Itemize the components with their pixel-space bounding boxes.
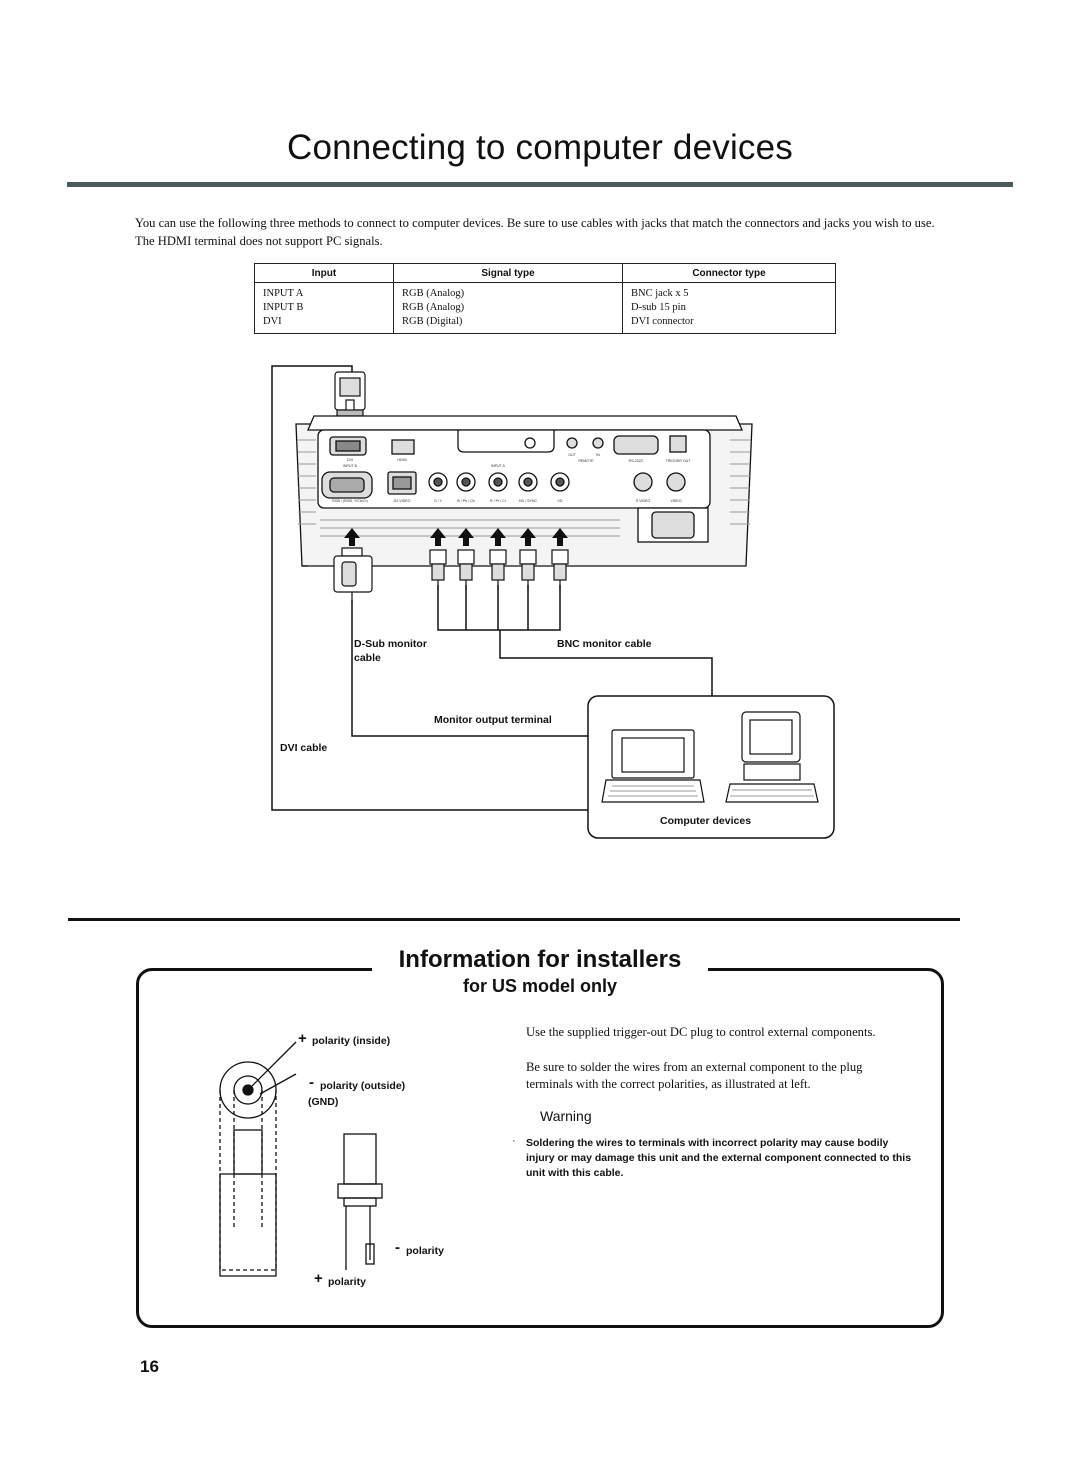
warning-heading: Warning (540, 1108, 592, 1124)
page-number: 16 (140, 1357, 159, 1376)
installers-para-2: Be sure to solder the wires from an exte… (526, 1060, 863, 1091)
desktop-computer-icon (725, 711, 819, 803)
up-arrow-icon (344, 528, 360, 546)
dvi-cable-line (271, 365, 588, 811)
connection-diagram: DVI HDMI INPUT B INPUT A RGB / (RGB, Y/C… (271, 365, 835, 839)
dvi-cable-label: DVI cable (280, 742, 328, 754)
panel-label: OUT (568, 453, 576, 457)
table-header: Connector type (622, 263, 836, 283)
plus-sign: + (314, 1270, 323, 1287)
gnd-label: (GND) (308, 1096, 339, 1108)
laptop-icon (601, 729, 705, 803)
panel-label: INPUT B (343, 464, 358, 468)
monitor-output-label: Monitor output terminal (434, 714, 552, 726)
warning-text: Soldering the wires to terminals with in… (526, 1137, 912, 1179)
up-arrow-icon (520, 528, 536, 546)
table-row: DVI RGB (Digital) DVI connector (254, 315, 836, 334)
installers-subtitle: for US model only (462, 976, 617, 996)
title-rule (67, 182, 1013, 187)
section-rule (68, 918, 960, 921)
panel-label: RGB / (RGB, Y/Cb/Cr) (332, 499, 368, 503)
plus-polarity-label: polarity (328, 1276, 366, 1288)
dashed-guide (219, 1090, 277, 1271)
up-arrow-icon (552, 528, 568, 546)
installers-para-1: Use the supplied trigger-out DC plug to … (526, 1025, 876, 1039)
dsub-cable-line (351, 600, 588, 737)
connection-table: Input Signal type Connector type INPUT A… (254, 263, 836, 334)
table-header: Signal type (393, 263, 623, 283)
computer-devices-label: Computer devices (660, 815, 752, 827)
panel-label: R / Pr / Cr (490, 499, 507, 503)
panel-label: REMOTE (578, 459, 594, 463)
bnc-cable-line (499, 630, 713, 696)
page-title: Connecting to computer devices (287, 128, 793, 167)
plus-polarity-inside-label: polarity (inside) (312, 1035, 391, 1047)
installers-title-wrap: Information for installers (372, 946, 708, 974)
up-arrow-icon (458, 528, 474, 546)
panel-label: DVI (347, 458, 353, 462)
panel-label: VIDEO (670, 499, 681, 503)
table-cell: D-sub 15 pin (622, 301, 836, 315)
panel-label: TRIGGER OUT (666, 459, 692, 463)
minus-polarity-outside-label: polarity (outside) (320, 1080, 406, 1092)
warning-bullet: · (512, 1135, 516, 1147)
arrow-icons (344, 528, 568, 546)
panel-label: D4 VIDEO (394, 499, 411, 503)
panel-label: HDMI (397, 458, 406, 462)
panel-label: INPUT A (491, 464, 506, 468)
table-cell: DVI connector (622, 315, 836, 334)
panel-label: S VIDEO (636, 499, 651, 503)
dsub-cable-label-2: cable (354, 652, 381, 664)
bnc-plugs (429, 549, 569, 590)
minus-sign: - (395, 1239, 400, 1256)
plus-sign-inside: + (298, 1030, 307, 1047)
computer-devices-box (587, 695, 835, 839)
panel-label: VD (558, 499, 563, 503)
panel-labels: DVI HDMI INPUT B INPUT A RGB / (RGB, Y/C… (332, 453, 691, 503)
dsub-plug (333, 547, 373, 602)
dsub-cable-label: D-Sub monitor (354, 638, 427, 650)
panel-label: HD / SYNC (519, 499, 538, 503)
minus-polarity-label: polarity (406, 1245, 444, 1257)
table-header: Input (254, 263, 394, 283)
bnc-cable-label: BNC monitor cable (557, 638, 652, 650)
dc-plug-diagram (219, 1041, 383, 1277)
dvi-connector-top (334, 371, 366, 417)
panel-label: B / Pb / Cb (457, 499, 474, 503)
table-row: INPUT B RGB (Analog) D-sub 15 pin (254, 301, 836, 315)
up-arrow-icon (490, 528, 506, 546)
minus-sign-outside: - (309, 1074, 314, 1091)
table-row: INPUT A RGB (Analog) BNC jack x 5 (254, 282, 836, 301)
projector-panel (295, 415, 753, 567)
panel-label: RS-232C (629, 459, 644, 463)
up-arrow-icon (430, 528, 446, 546)
table-cell: BNC jack x 5 (622, 282, 836, 301)
panel-label: IN (596, 453, 600, 457)
intro-paragraph: You can use the following three methods … (135, 216, 935, 248)
panel-label: G / Y (434, 499, 443, 503)
installers-title: Information for installers (398, 946, 682, 973)
